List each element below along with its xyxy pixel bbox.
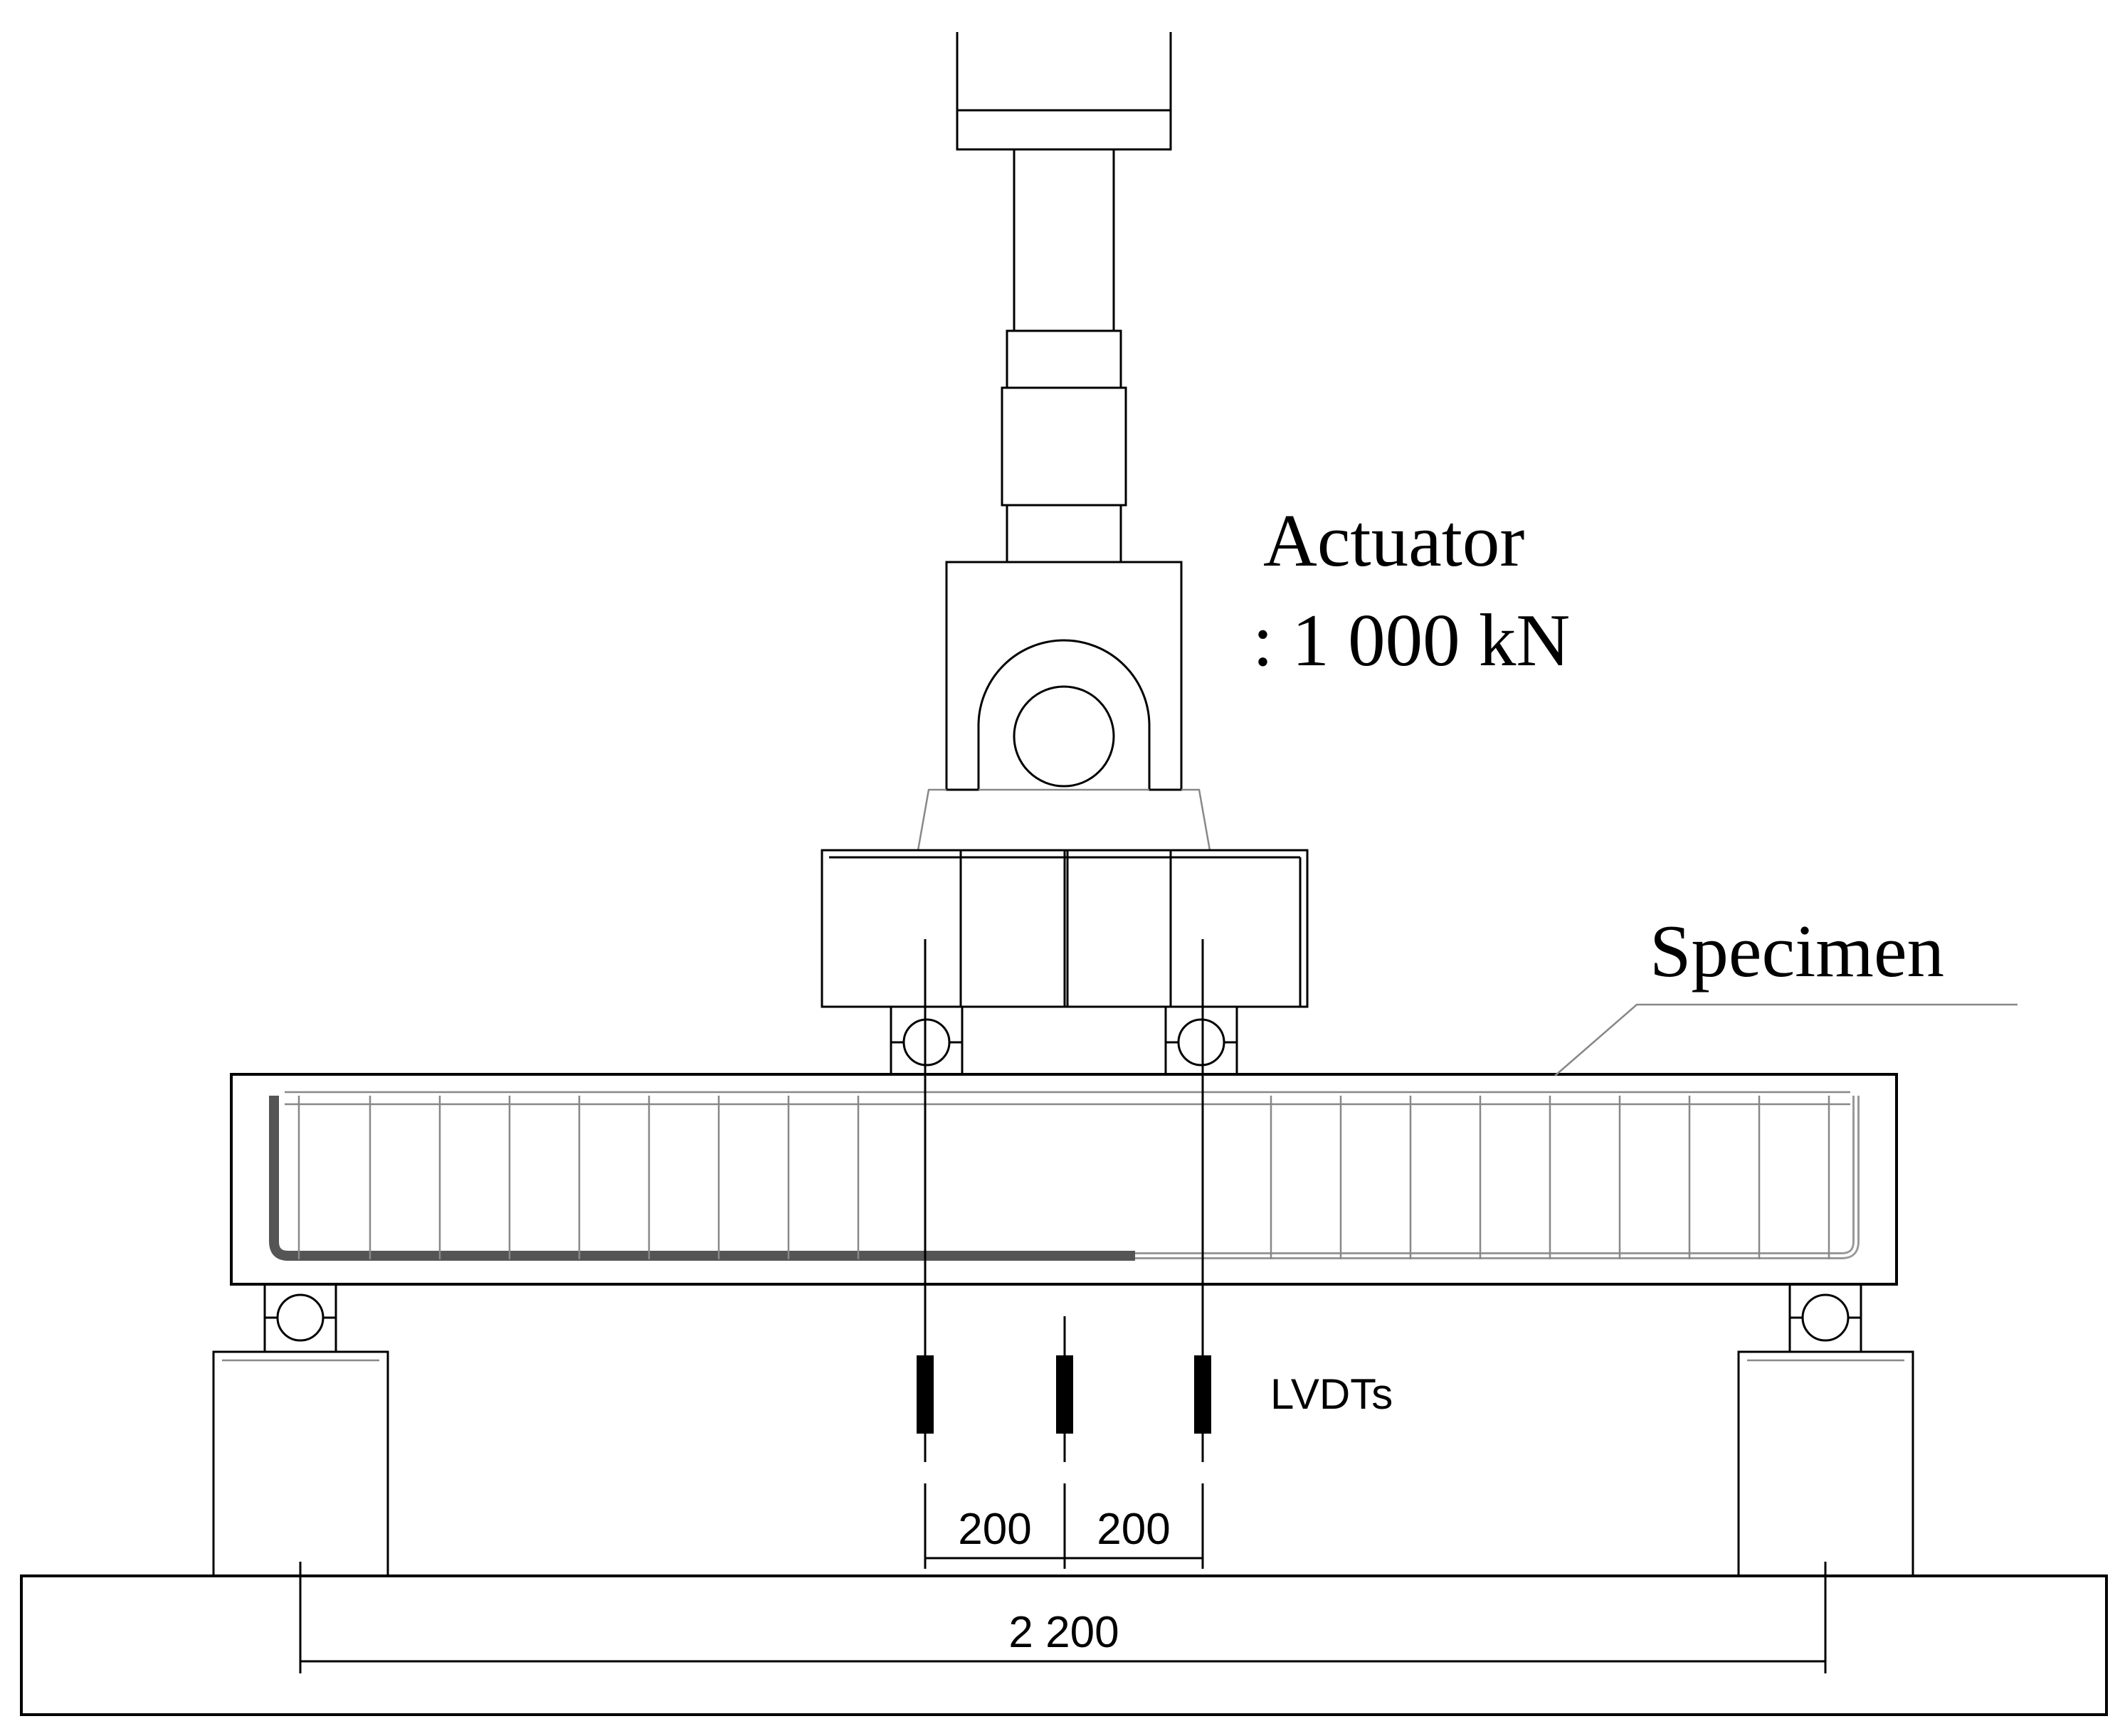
- roller-support-icon: [890, 1005, 964, 1076]
- hydraulic-actuator-icon: [917, 32, 1211, 852]
- spreader-beam-icon: [821, 849, 1309, 1008]
- pedestal-icon: [212, 1350, 389, 1577]
- lvdts-label: LVDTs: [1270, 1370, 1393, 1418]
- span-label: 2 200: [1008, 1608, 1119, 1657]
- actuator-capacity-label: : 1 000 kN: [1253, 598, 1570, 682]
- lvdt-spacing-left-label: 200: [958, 1505, 1031, 1554]
- lvdt-probe-lines: [924, 939, 1204, 1355]
- lvdt-sensor-icon: [1194, 1355, 1211, 1462]
- specimen-beam: [230, 1073, 1898, 1286]
- actuator-label: Actuator: [1263, 499, 1524, 582]
- lvdt-sensor-icon: [917, 1355, 934, 1462]
- roller-support-icon: [1164, 1005, 1238, 1076]
- roller-support-icon: [1788, 1283, 1862, 1353]
- strong-floor-base: [20, 1574, 2108, 1716]
- roller-support-icon: [263, 1283, 337, 1353]
- specimen-leader-line: [1554, 1003, 2018, 1076]
- lvdt-spacing-right-label: 200: [1097, 1505, 1170, 1554]
- lvdt-spacing-dimension: [924, 1483, 1204, 1569]
- lvdt-sensor-icon: [1056, 1355, 1073, 1462]
- span-dimension: [299, 1562, 1827, 1673]
- pedestal-icon: [1737, 1350, 1914, 1577]
- specimen-label: Specimen: [1650, 909, 1944, 993]
